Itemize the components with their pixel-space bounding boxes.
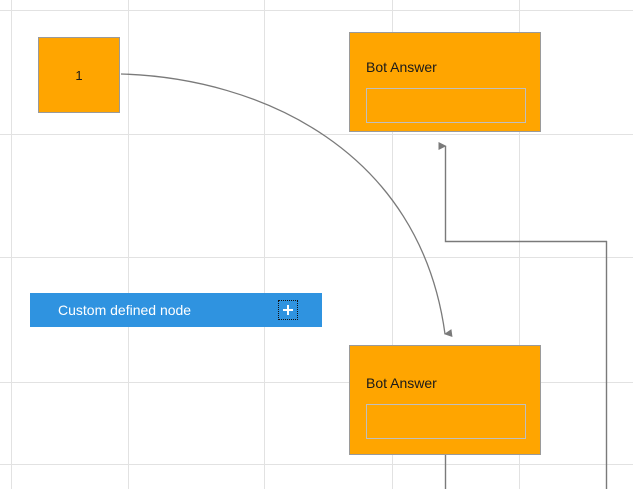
- connector-start-to-bot-answer-bottom[interactable]: [120, 73, 453, 338]
- connector-loop-to-bot-answer-top[interactable]: [438, 142, 608, 243]
- plus-icon[interactable]: [278, 300, 298, 320]
- node-bot-answer-top[interactable]: Bot Answer: [349, 32, 541, 132]
- node-answer-slot[interactable]: [366, 404, 526, 439]
- node-answer-slot[interactable]: [366, 88, 526, 123]
- node-title: Bot Answer: [366, 375, 437, 391]
- node-bot-answer-bottom[interactable]: Bot Answer: [349, 345, 541, 455]
- palette-custom-defined-node-label: Custom defined node: [58, 302, 192, 318]
- node-start-label: 1: [75, 67, 83, 83]
- node-title: Bot Answer: [366, 59, 437, 75]
- palette-custom-defined-node[interactable]: Custom defined node: [30, 293, 322, 327]
- node-start[interactable]: 1: [38, 37, 120, 113]
